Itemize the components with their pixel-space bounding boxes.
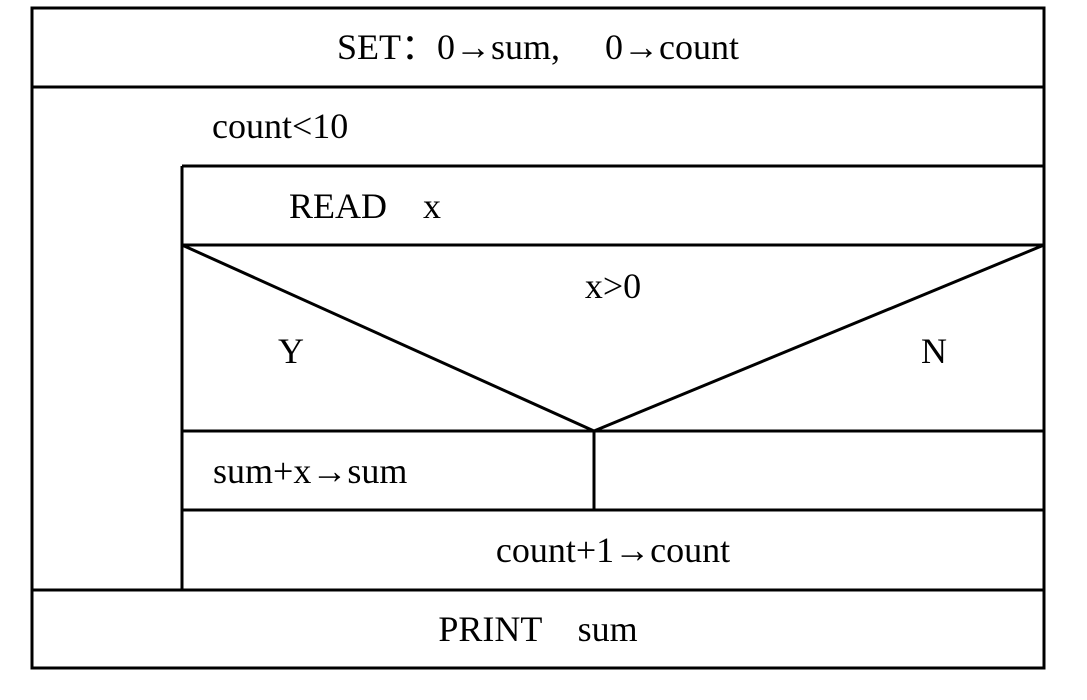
init-statement: SET：0→sum, 0→count	[337, 27, 739, 67]
loop-condition: count<10	[212, 106, 349, 146]
decision-condition: x>0	[584, 266, 642, 306]
decision-diagonal-right	[593, 243, 1045, 433]
yes-branch-action: sum+x→sum	[213, 451, 408, 491]
read-statement: READ x	[289, 186, 441, 226]
no-label: N	[921, 331, 947, 371]
print-statement: PRINT sum	[438, 609, 638, 649]
outer-frame	[30, 6, 1046, 670]
increment-statement: count+1→count	[495, 530, 731, 570]
decision-diagonal-left	[181, 243, 595, 433]
yes-label: Y	[278, 331, 304, 371]
